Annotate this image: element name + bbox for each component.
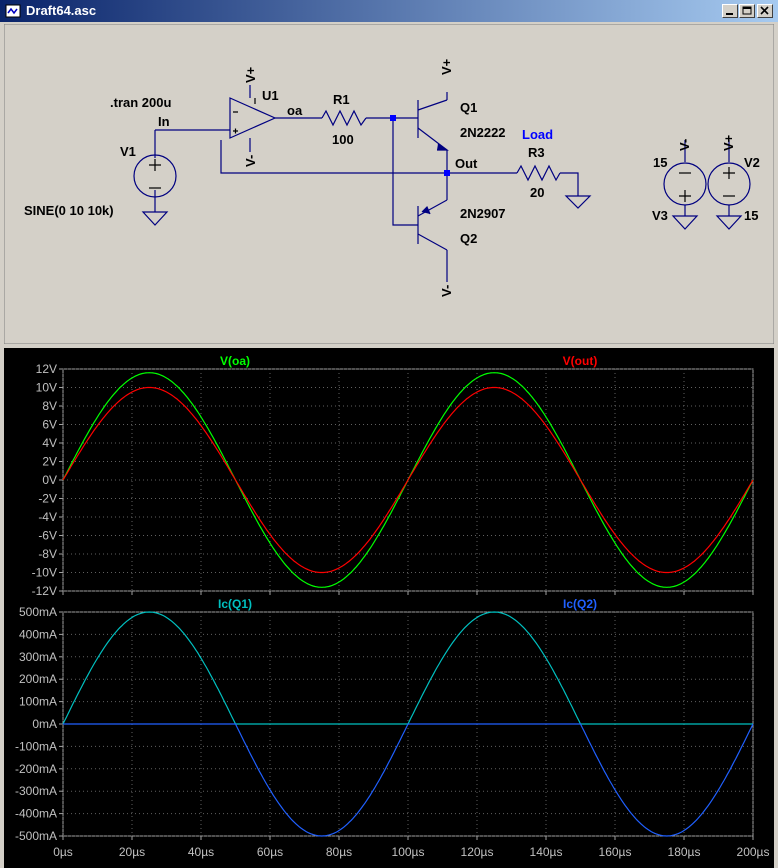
q2-supply-minus-label: V- (439, 285, 454, 297)
q2-model[interactable]: 2N2907 (460, 206, 506, 221)
y-tick-label: -300mA (15, 784, 57, 798)
v1-value[interactable]: SINE(0 10 10k) (24, 203, 114, 218)
y-tick-label: 100mA (19, 695, 57, 709)
y-tick-label: -500mA (15, 829, 57, 843)
y-tick-label: -200mA (15, 762, 57, 776)
close-icon (760, 6, 769, 15)
y-tick-label: 200mA (19, 672, 57, 686)
window-title-bar[interactable]: Draft64.asc (0, 0, 778, 22)
x-tick-label: 0µs (53, 845, 73, 859)
q1-name: Q1 (460, 100, 477, 115)
y-tick-label: -4V (38, 510, 57, 524)
maximize-button[interactable] (739, 4, 755, 18)
r3-name: R3 (528, 145, 545, 160)
v2-name: V2 (744, 155, 760, 170)
q1-supply-plus-label: V+ (439, 58, 454, 75)
x-tick-label: 120µs (461, 845, 494, 859)
y-tick-label: -6V (38, 529, 57, 543)
u1-name: U1 (262, 88, 279, 103)
x-tick-label: 80µs (326, 845, 352, 859)
voltage-source-v3[interactable] (663, 140, 707, 230)
x-tick-label: 160µs (599, 845, 632, 859)
y-tick-label: -10V (32, 566, 57, 580)
u1-supply-minus-label: V- (243, 155, 258, 167)
y-tick-label: 0mA (32, 717, 57, 731)
q1-model[interactable]: 2N2222 (460, 125, 506, 140)
ground-symbol (564, 195, 592, 209)
waveform-viewer[interactable]: 12V 10V 8V 6V 4V 2V 0V -2V -4V -6V -8V -10V -12V V(oa… (4, 348, 774, 868)
spice-directive[interactable]: .tran 200u (110, 95, 171, 110)
net-label-oa: oa (287, 103, 303, 118)
voltage-plot-pane[interactable]: 12V 10V 8V 6V 4V 2V 0V -2V -4V -6V -8V -10V -12V V(oa… (32, 354, 754, 598)
net-label-in: In (158, 114, 170, 129)
y-tick-label: -2V (38, 492, 57, 506)
y-tick-label: 300mA (19, 650, 57, 664)
legend-label[interactable]: V(oa) (220, 354, 250, 368)
x-tick-label: 180µs (668, 845, 701, 859)
u1-supply-plus-label: V+ (243, 66, 258, 83)
r3-value[interactable]: 20 (530, 185, 544, 200)
transistor-q1[interactable] (417, 99, 449, 151)
opamp-u1[interactable] (229, 97, 277, 139)
net-label-out: Out (455, 156, 478, 171)
legend-label[interactable]: Ic(Q2) (563, 597, 597, 611)
v3-supply-label: V- (677, 139, 692, 151)
series-line-v-out- (62, 386, 754, 574)
y-tick-label: 0V (42, 473, 57, 487)
net-label-load: Load (522, 127, 553, 142)
v2-supply-label: V+ (721, 134, 736, 151)
y-tick-label: 6V (42, 418, 57, 432)
x-tick-label: 200µs (737, 845, 770, 859)
y-tick-label: 12V (36, 362, 57, 376)
maximize-icon (742, 6, 752, 15)
y-tick-label: -12V (32, 584, 57, 598)
v1-name: V1 (120, 144, 136, 159)
voltage-source-v1[interactable] (133, 154, 177, 198)
v2-value[interactable]: 15 (744, 208, 758, 223)
legend-label[interactable]: V(out) (563, 354, 598, 368)
y-tick-label: -100mA (15, 739, 57, 753)
window-title: Draft64.asc (26, 3, 97, 18)
legend-label[interactable]: Ic(Q1) (218, 597, 252, 611)
y-tick-label: 4V (42, 436, 57, 450)
v3-value[interactable]: 15 (653, 155, 667, 170)
x-tick-label: 60µs (257, 845, 283, 859)
y-tick-label: 400mA (19, 627, 57, 641)
x-tick-label: 20µs (119, 845, 145, 859)
resistor-r3[interactable] (516, 164, 561, 182)
minimize-icon (726, 13, 733, 15)
y-tick-label: 500mA (19, 605, 57, 619)
y-tick-label: -8V (38, 547, 57, 561)
y-tick-label: 10V (36, 381, 57, 395)
y-tick-label: -400mA (15, 807, 57, 821)
x-tick-label: 140µs (530, 845, 563, 859)
current-plot-pane[interactable]: 500mA 400mA 300mA 200mA 100mA 0mA -100mA -200mA… (15, 597, 770, 859)
series-line-ic-q2- (63, 723, 754, 837)
ground-symbol (141, 211, 169, 226)
x-tick-label: 40µs (188, 845, 214, 859)
r1-value[interactable]: 100 (332, 132, 354, 147)
close-button[interactable] (757, 4, 773, 18)
x-tick-label: 100µs (392, 845, 425, 859)
voltage-source-v2[interactable] (707, 140, 751, 230)
v3-name: V3 (652, 208, 668, 223)
transistor-q2[interactable] (417, 199, 448, 251)
y-tick-label: 8V (42, 399, 57, 413)
schematic-canvas[interactable]: .tran 200u In V1 SINE(0 10 10k) U1 oa R1… (4, 24, 774, 344)
r1-name: R1 (333, 92, 350, 107)
resistor-r1[interactable] (321, 109, 367, 127)
junction-dot (444, 170, 450, 176)
q2-name: Q2 (460, 231, 477, 246)
y-tick-label: 2V (42, 455, 57, 469)
junction-dot (390, 115, 396, 121)
minimize-button[interactable] (722, 4, 738, 18)
app-icon (5, 4, 21, 18)
